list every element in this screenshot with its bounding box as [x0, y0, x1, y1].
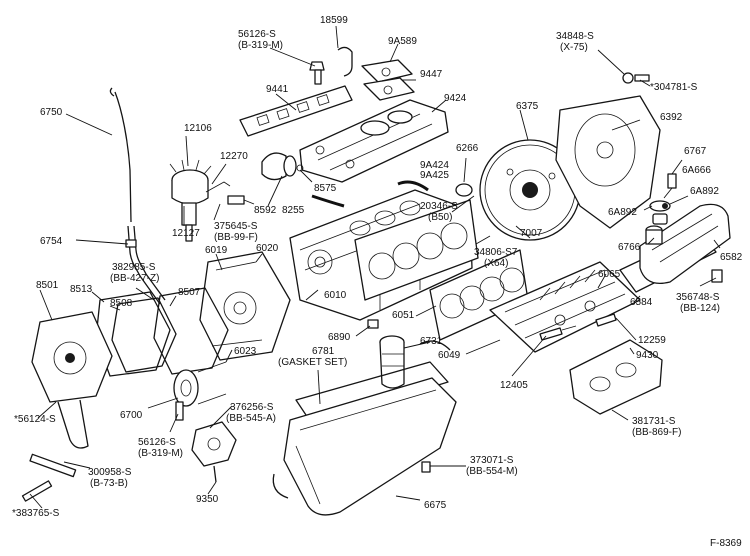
flywheel-housing-part	[555, 95, 661, 229]
front-cover-gasket-part	[153, 287, 229, 375]
label-12405: 12405	[500, 380, 528, 391]
label-356748: 356748-S(BB-124)	[676, 292, 720, 314]
label-6a892-left: 6A892	[608, 207, 637, 218]
label-8513: 8513	[70, 284, 93, 295]
oil-filter-part	[367, 319, 405, 389]
cylinder-head-part	[489, 261, 641, 353]
label-8508: 8508	[110, 298, 133, 309]
label-304781: *304781-S	[650, 82, 698, 93]
oil-pan-part	[283, 377, 457, 516]
label-376256: 376256-S(BB-545-A)	[226, 402, 276, 424]
top-bolt-part	[309, 46, 353, 85]
label-383765: *383765-S	[12, 508, 60, 519]
label-375645: 375645-S(BB-99-F)	[214, 221, 258, 243]
distributor-part	[169, 159, 231, 242]
head-gasket-block-part	[354, 199, 479, 301]
label-6890: 6890	[328, 332, 351, 343]
label-6584: 6584	[630, 297, 653, 308]
label-34806: 34806-S7(X64)	[474, 247, 518, 269]
damper-part	[173, 361, 227, 407]
label-56126-bottom: 56126-S(B-319-M)	[138, 437, 183, 459]
lower-bolts-part	[21, 401, 184, 502]
front-cover-part	[199, 251, 291, 361]
label-12270: 12270	[220, 151, 248, 162]
label-8575: 8575	[314, 183, 337, 194]
exhaust-manifold-part	[569, 339, 663, 415]
label-6375: 6375	[516, 101, 539, 112]
label-8592: 8592	[254, 205, 277, 216]
label-6731: 6731	[420, 336, 443, 347]
housing-bolt-part	[622, 72, 650, 84]
label-9a589: 9A589	[388, 36, 417, 47]
label-6781: 6781(GASKET SET)	[278, 346, 347, 368]
label-7007: 7007	[520, 228, 543, 239]
label-373071: 373071-S(BB-554-M)	[466, 455, 518, 477]
part-labels: 56126-S(B-319-M) 18599 9A589 9447 9441 9…	[12, 15, 743, 519]
label-8507: 8507	[178, 287, 201, 298]
label-56124: *56124-S	[14, 414, 56, 425]
label-56126-top: 56126-S(B-319-M)	[238, 29, 283, 51]
thermostat-housing-part	[227, 152, 304, 205]
label-6049: 6049	[438, 350, 461, 361]
label-6766: 6766	[618, 242, 641, 253]
intake-manifold-part	[299, 99, 449, 183]
label-6392: 6392	[660, 112, 683, 123]
breather-hose-part	[311, 194, 345, 208]
label-300958: 300958-S(B-73-B)	[88, 467, 132, 489]
label-9430: 9430	[636, 350, 659, 361]
label-34848: 34848-S(X-75)	[556, 31, 594, 53]
label-6582: 6582	[720, 252, 743, 263]
pilot-bearing-part	[455, 183, 473, 197]
label-8501: 8501	[36, 280, 59, 291]
breather-part	[645, 200, 671, 245]
label-6019: 6019	[205, 245, 228, 256]
label-8255: 8255	[282, 205, 305, 216]
label-382985: 382985-S(BB-427-Z)	[110, 262, 159, 284]
label-6051: 6051	[392, 310, 415, 321]
label-6767: 6767	[684, 146, 707, 157]
label-6754: 6754	[40, 236, 63, 247]
label-6a892-right: 6A892	[690, 186, 719, 197]
fuel-pump-part	[191, 421, 237, 483]
label-6020: 6020	[256, 243, 279, 254]
label-12127: 12127	[172, 228, 200, 239]
label-18599: 18599	[320, 15, 348, 26]
figure-id: F-8369	[710, 538, 742, 549]
label-6266: 6266	[456, 143, 479, 154]
label-12259: 12259	[638, 335, 666, 346]
label-6023: 6023	[234, 346, 257, 357]
label-381731: 381731-S(BB-869-F)	[632, 416, 681, 438]
intake-gasket-part	[239, 85, 353, 137]
leader-lines	[29, 25, 721, 509]
label-9350: 9350	[196, 494, 219, 505]
oil-filler-part	[667, 173, 677, 189]
carb-spacer-part	[361, 59, 415, 101]
label-6700: 6700	[120, 410, 143, 421]
label-12106: 12106	[184, 123, 212, 134]
label-9447: 9447	[420, 69, 443, 80]
valve-cover-part	[639, 203, 731, 285]
wire-loom-part	[397, 180, 429, 192]
label-6065: 6065	[598, 269, 621, 280]
label-6010: 6010	[324, 290, 347, 301]
label-20346: 20346-S(B50)	[420, 201, 458, 223]
label-9441: 9441	[266, 84, 289, 95]
dipstick-part	[109, 87, 132, 223]
label-6675: 6675	[424, 500, 447, 511]
label-6a666: 6A666	[682, 165, 711, 176]
label-6750: 6750	[40, 107, 63, 118]
label-9424: 9424	[444, 93, 467, 104]
water-pump-part	[31, 311, 113, 449]
